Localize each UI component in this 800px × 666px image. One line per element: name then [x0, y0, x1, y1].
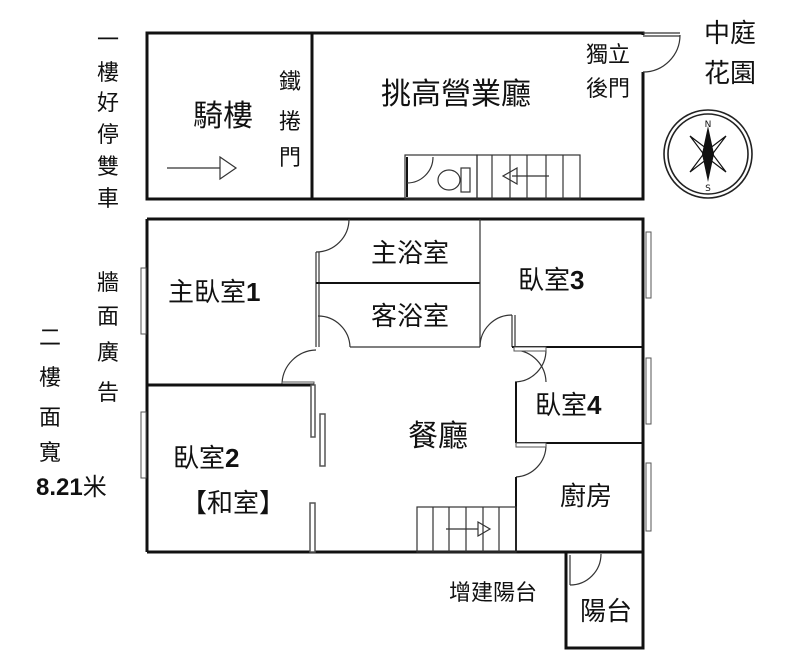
- floor2-staircase: [416, 506, 517, 553]
- floor2-outer-wall: [147, 217, 645, 552]
- back-door-swing: [642, 34, 681, 73]
- window-bedroom3: [645, 231, 652, 299]
- svg-text:捲: 捲: [279, 110, 301, 135]
- toilet-icon: [437, 169, 461, 191]
- compass-south: S: [705, 184, 711, 194]
- svg-text:門: 門: [279, 146, 301, 171]
- svg-text:面: 面: [39, 406, 61, 431]
- svg-text:雙: 雙: [97, 155, 119, 180]
- guest-bath-door-swing: [317, 315, 351, 348]
- bedroom3-door-swing: [479, 314, 513, 348]
- balcony-door-swing: [569, 553, 602, 586]
- floor1-outer-wall: [145, 31, 645, 201]
- bedroom4-door-swing: [514, 349, 547, 383]
- bedroom4-label: 臥室4: [535, 390, 602, 421]
- svg-text:樓: 樓: [97, 61, 119, 86]
- floor1-plan: [145, 31, 681, 201]
- master-bath-label: 主浴室: [371, 239, 449, 269]
- frontage-label: 二 樓 面 寬: [39, 326, 61, 466]
- svg-text:二: 二: [39, 326, 61, 351]
- svg-text:廣: 廣: [97, 341, 119, 366]
- svg-text:一: 一: [97, 28, 119, 53]
- guest-bath-label: 客浴室: [371, 302, 449, 332]
- bedroom2-sub-label: 【和室】: [181, 489, 285, 519]
- bedroom2-label: 臥室2: [173, 443, 239, 474]
- rolling-door-label: 鐵 捲 門: [279, 70, 301, 171]
- stair-arrow-icon: [446, 520, 492, 538]
- extended-balcony-label: 增建陽台: [449, 581, 537, 606]
- balcony-block: [564, 552, 645, 650]
- compass-north: N: [705, 120, 712, 130]
- svg-text:牆: 牆: [97, 271, 119, 296]
- svg-text:車: 車: [97, 187, 119, 212]
- svg-text:樓: 樓: [39, 366, 61, 391]
- master-bedroom-label: 主臥室1: [168, 277, 260, 308]
- master-bath-door-swing: [315, 218, 350, 253]
- master-bedroom-door-swing: [281, 349, 317, 385]
- floor1-toilet: [404, 154, 478, 200]
- dining-label: 餐廳: [408, 419, 468, 454]
- wall-ad-label: 牆 面 廣 告: [97, 271, 119, 406]
- arcade-label: 騎樓: [193, 99, 253, 134]
- kitchen-label: 廚房: [560, 482, 612, 512]
- svg-text:好: 好: [97, 91, 119, 116]
- window-bedroom4: [645, 357, 652, 425]
- kitchen-door-swing: [515, 444, 547, 478]
- compass-icon: N S: [663, 109, 753, 199]
- back-door-label-line2: 後門: [586, 77, 630, 102]
- window-bedroom2: [140, 411, 147, 479]
- arcade-arrow-icon: [167, 155, 238, 181]
- balcony-label: 陽台: [580, 597, 632, 627]
- floor1-side-label: 一 樓 好 停 雙 車: [97, 28, 119, 212]
- window-kitchen: [645, 462, 652, 532]
- window-master-bedroom: [140, 267, 147, 335]
- svg-text:停: 停: [97, 123, 119, 148]
- back-door-label-line1: 獨立: [586, 43, 630, 68]
- svg-text:面: 面: [97, 305, 119, 330]
- stair-arrow-icon: [501, 166, 549, 186]
- svg-text:寬: 寬: [39, 441, 61, 466]
- frontage-value: 8.21米: [36, 473, 107, 501]
- floor2-plan: [140, 217, 652, 650]
- garden-label-line1: 中庭: [704, 19, 756, 49]
- bedroom3-label: 臥室3: [518, 265, 584, 296]
- toilet-door-swing: [406, 156, 434, 184]
- garden-label-line2: 花園: [704, 59, 756, 89]
- svg-text:告: 告: [97, 381, 119, 406]
- svg-text:鐵: 鐵: [279, 70, 301, 95]
- floor1-staircase: [476, 154, 581, 200]
- business-hall-label: 挑高營業廳: [381, 77, 531, 112]
